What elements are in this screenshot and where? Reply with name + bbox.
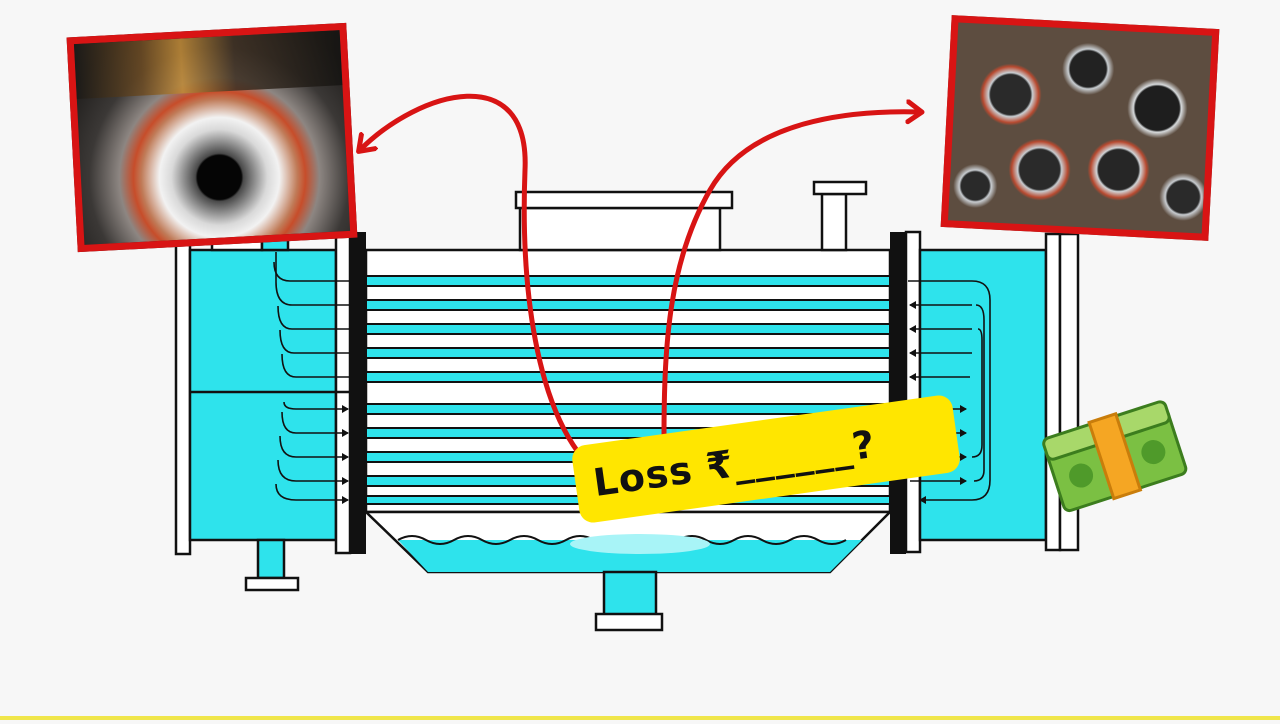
left-tubesheet — [350, 232, 366, 554]
left-channel-head — [174, 226, 352, 592]
right-return-head — [904, 230, 1080, 554]
flow-arrows-left — [273, 252, 350, 504]
money-bundle-icon — [1042, 400, 1188, 513]
corroded-tube-end-photo — [66, 22, 358, 253]
bottom-strip — [0, 716, 1280, 720]
callout-line-right — [661, 112, 920, 439]
right-tubesheet — [890, 232, 906, 554]
corroded-tubesheet-photo — [940, 15, 1220, 241]
callout-line-left — [360, 93, 581, 455]
